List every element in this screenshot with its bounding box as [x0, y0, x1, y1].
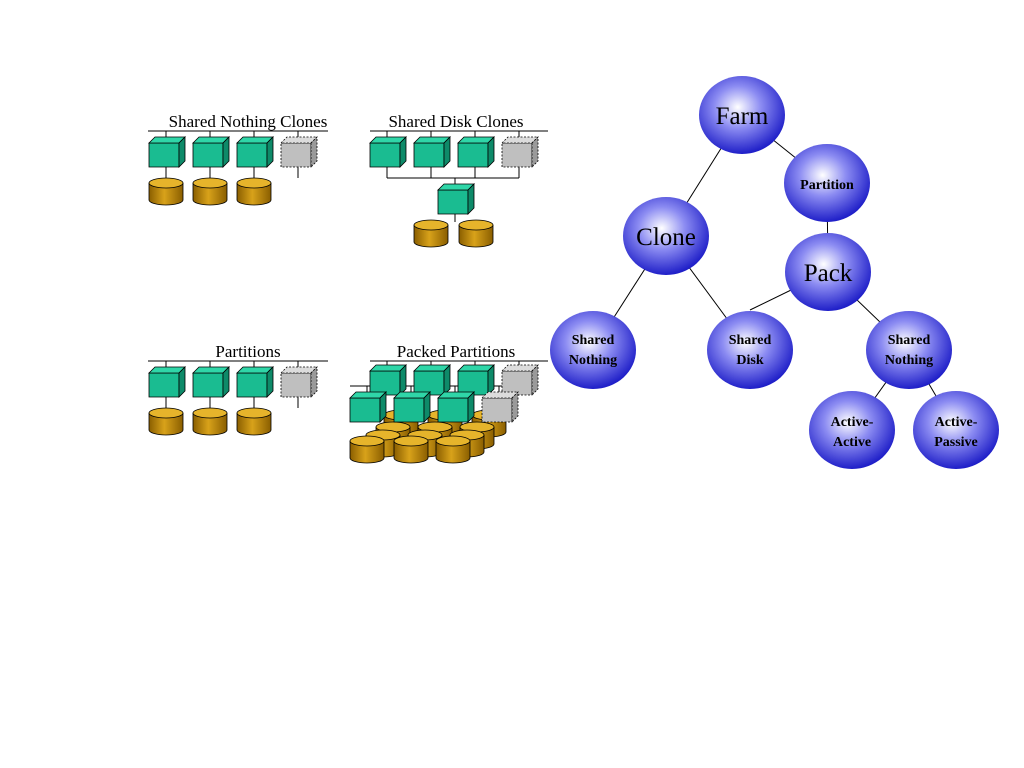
disk	[236, 177, 272, 206]
shared-nothing-clones-title: Shared Nothing Clones	[169, 112, 328, 131]
clone-node: Clone	[623, 197, 709, 275]
pack-node-label: Pack	[804, 260, 853, 287]
node-label-line: Passive	[934, 435, 978, 450]
server-node	[437, 391, 475, 423]
disk	[148, 407, 184, 436]
node-label-line: Active-	[831, 415, 874, 430]
server-node	[192, 136, 230, 168]
front-disk-row	[349, 435, 471, 464]
standby-server-node	[280, 136, 318, 168]
shared-disk-clones-title: Shared Disk Clones	[388, 112, 523, 131]
standby-server-node	[501, 136, 539, 168]
node-label-line: Active	[833, 435, 871, 450]
packed-partitions-panel: Packed Partitions	[349, 342, 548, 464]
farm-node-label: Farm	[716, 103, 769, 130]
disk	[393, 435, 429, 464]
server-node	[236, 366, 274, 398]
node-label-line: Shared	[729, 333, 772, 348]
disk	[192, 177, 228, 206]
server-node	[413, 136, 451, 168]
server-row	[369, 131, 539, 168]
clone-node-label: Clone	[636, 224, 696, 251]
node-label-line: Shared	[572, 333, 615, 348]
storage-server-node	[437, 183, 475, 215]
active-passive-node: Active- Passive	[913, 391, 999, 469]
partitions-panel: Partitions	[148, 342, 328, 436]
standby-server-node	[280, 366, 318, 398]
shared-disk	[413, 219, 449, 248]
disk-row	[148, 397, 299, 436]
node-label-line: Nothing	[569, 353, 617, 368]
server-node	[369, 136, 407, 168]
disk	[236, 407, 272, 436]
server-node	[349, 391, 387, 423]
pack-node: Pack	[785, 233, 871, 311]
storage-interconnect	[386, 167, 520, 186]
disk-row	[148, 167, 299, 206]
partition-node: Partition	[784, 144, 870, 222]
pack-shared-nothing-node: Shared Nothing	[866, 311, 952, 389]
server-node	[457, 136, 495, 168]
disk	[192, 407, 228, 436]
server-node	[148, 136, 186, 168]
node-label-line: Disk	[736, 353, 763, 368]
partition-node-label: Partition	[800, 178, 854, 193]
server-node	[148, 366, 186, 398]
shared-disk-clones-panel: Shared Disk Clones	[369, 112, 548, 248]
taxonomy-tree: Farm Partition Clone Pack Shared Nothing…	[550, 76, 999, 469]
active-active-node: Active- Active	[809, 391, 895, 469]
disk	[148, 177, 184, 206]
front-server-row	[349, 386, 519, 423]
server-node	[236, 136, 274, 168]
server-node	[393, 391, 431, 423]
clone-shared-nothing-node: Shared Nothing	[550, 311, 636, 389]
node-label-line: Nothing	[885, 353, 933, 368]
farm-node: Farm	[699, 76, 785, 154]
standby-server-node	[481, 391, 519, 423]
disk	[435, 435, 471, 464]
node-label-line: Active-	[935, 415, 978, 430]
server-row	[148, 361, 318, 398]
shared-nothing-clones-panel: Shared Nothing Clones	[148, 112, 328, 206]
clone-shared-disk-node: Shared Disk	[707, 311, 793, 389]
node-label-line: Shared	[888, 333, 931, 348]
partitions-title: Partitions	[215, 342, 280, 361]
back-server-row	[369, 361, 539, 396]
shared-disk	[458, 219, 494, 248]
disk	[349, 435, 385, 464]
packed-partitions-title: Packed Partitions	[397, 342, 516, 361]
server-node	[192, 366, 230, 398]
server-row	[148, 131, 318, 168]
